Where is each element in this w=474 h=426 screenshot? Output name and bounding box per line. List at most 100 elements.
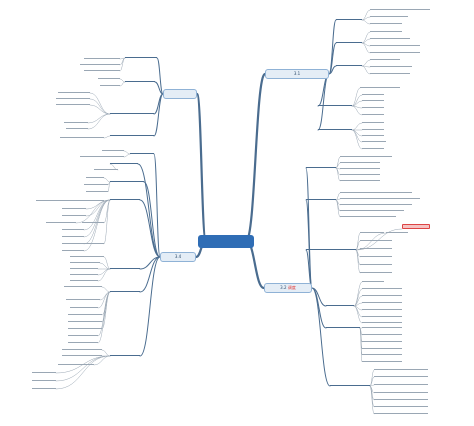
leaf-node[interactable] bbox=[362, 284, 402, 289]
leaf-node[interactable] bbox=[68, 317, 102, 322]
leaf-node[interactable] bbox=[374, 388, 428, 393]
sub-topic[interactable] bbox=[336, 60, 362, 66]
leaf-node[interactable] bbox=[362, 312, 402, 317]
leaf-node[interactable] bbox=[370, 69, 410, 74]
leaf-node[interactable] bbox=[362, 131, 384, 136]
sub-topic[interactable] bbox=[318, 100, 352, 106]
leaf-node[interactable] bbox=[60, 133, 104, 138]
leaf-node[interactable] bbox=[32, 368, 56, 373]
leaf-node[interactable] bbox=[82, 239, 104, 244]
leaf-node[interactable] bbox=[62, 239, 84, 244]
leaf-node[interactable] bbox=[32, 384, 56, 389]
leaf-node[interactable] bbox=[70, 258, 100, 263]
leaf-node[interactable] bbox=[62, 232, 84, 237]
leaf-node[interactable] bbox=[362, 298, 402, 303]
leaf-node[interactable] bbox=[360, 260, 392, 265]
leaf-node[interactable] bbox=[370, 41, 420, 46]
sub-topic[interactable] bbox=[306, 194, 336, 200]
leaf-node[interactable] bbox=[370, 5, 430, 10]
leaf-node[interactable] bbox=[370, 62, 412, 67]
leaf-node[interactable] bbox=[362, 144, 384, 149]
leaf-node[interactable] bbox=[32, 376, 56, 381]
leaf-node[interactable] bbox=[340, 176, 380, 181]
leaf-node[interactable] bbox=[56, 100, 90, 105]
leaf-node[interactable] bbox=[362, 318, 402, 323]
leaf-node[interactable] bbox=[360, 228, 384, 233]
leaf-node[interactable] bbox=[84, 54, 120, 59]
sub-topic[interactable] bbox=[318, 124, 352, 130]
leaf-node[interactable] bbox=[370, 48, 420, 53]
leaf-node[interactable] bbox=[80, 60, 120, 65]
leaf-node[interactable] bbox=[340, 212, 396, 217]
sub-topic[interactable] bbox=[330, 380, 370, 386]
leaf-node[interactable] bbox=[62, 204, 86, 209]
leaf-node[interactable] bbox=[340, 158, 380, 163]
leaf-node[interactable] bbox=[386, 228, 408, 233]
leaf-node[interactable] bbox=[62, 246, 84, 251]
leaf-node[interactable] bbox=[340, 194, 420, 199]
leaf-node[interactable] bbox=[374, 380, 428, 385]
leaf-node[interactable] bbox=[86, 187, 108, 192]
leaf-node[interactable] bbox=[362, 350, 402, 355]
sub-topic[interactable] bbox=[110, 350, 140, 356]
leaf-node[interactable] bbox=[362, 323, 402, 328]
leaf-node[interactable] bbox=[82, 218, 104, 223]
leaf-node[interactable] bbox=[362, 330, 402, 335]
branch-topic-top-right[interactable]: 3.1 bbox=[265, 69, 329, 79]
leaf-node[interactable] bbox=[58, 88, 90, 93]
leaf-node[interactable] bbox=[62, 225, 84, 230]
leaf-node[interactable] bbox=[360, 236, 392, 241]
leaf-node[interactable] bbox=[340, 170, 380, 175]
sub-topic[interactable] bbox=[110, 158, 138, 164]
leaf-node[interactable] bbox=[62, 211, 86, 216]
leaf-node[interactable] bbox=[84, 66, 120, 71]
leaf-node[interactable] bbox=[370, 12, 408, 17]
sub-topic[interactable] bbox=[326, 322, 360, 328]
leaf-node[interactable] bbox=[66, 295, 100, 300]
sub-topic[interactable] bbox=[110, 286, 140, 292]
leaf-node[interactable] bbox=[370, 19, 402, 24]
leaf-node[interactable] bbox=[58, 360, 94, 365]
leaf-node[interactable] bbox=[362, 357, 402, 362]
leaf-node[interactable] bbox=[68, 338, 98, 343]
leaf-node[interactable] bbox=[98, 74, 120, 79]
sub-topic[interactable] bbox=[336, 37, 362, 43]
leaf-node[interactable] bbox=[360, 244, 392, 249]
leaf-node[interactable] bbox=[340, 200, 412, 205]
leaf-node[interactable] bbox=[84, 180, 108, 185]
leaf-node[interactable] bbox=[70, 252, 104, 257]
leaf-node[interactable] bbox=[340, 164, 380, 169]
sub-topic[interactable] bbox=[130, 148, 154, 154]
leaf-node[interactable] bbox=[46, 218, 76, 223]
leaf-node[interactable] bbox=[360, 83, 400, 88]
central-topic[interactable] bbox=[198, 235, 254, 248]
leaf-node[interactable] bbox=[36, 196, 104, 201]
leaf-node[interactable] bbox=[102, 146, 124, 151]
branch-topic-top-left[interactable] bbox=[163, 89, 197, 99]
leaf-node[interactable] bbox=[374, 365, 428, 370]
sub-topic[interactable] bbox=[110, 194, 140, 200]
leaf-node[interactable] bbox=[64, 282, 102, 287]
sub-topic[interactable] bbox=[326, 300, 354, 306]
leaf-node[interactable] bbox=[86, 173, 104, 178]
sub-topic[interactable] bbox=[306, 162, 336, 168]
leaf-node[interactable] bbox=[70, 303, 98, 308]
leaf-node[interactable] bbox=[362, 337, 402, 342]
leaf-node[interactable] bbox=[70, 270, 98, 275]
branch-topic-bottom-left[interactable]: 3.4 bbox=[160, 252, 196, 262]
highlight-node[interactable] bbox=[402, 224, 430, 229]
sub-topic[interactable] bbox=[125, 52, 157, 58]
leaf-node[interactable] bbox=[362, 291, 402, 296]
leaf-node[interactable] bbox=[70, 264, 98, 269]
leaf-node[interactable] bbox=[100, 81, 120, 86]
sub-topic[interactable] bbox=[110, 130, 154, 136]
leaf-node[interactable] bbox=[370, 27, 402, 32]
sub-topic[interactable] bbox=[125, 76, 155, 82]
leaf-node[interactable] bbox=[66, 124, 88, 129]
leaf-node[interactable] bbox=[62, 351, 102, 356]
sub-topic[interactable] bbox=[110, 263, 140, 269]
leaf-node[interactable] bbox=[68, 331, 98, 336]
leaf-node[interactable] bbox=[362, 344, 402, 349]
leaf-node[interactable] bbox=[360, 268, 392, 273]
leaf-node[interactable] bbox=[70, 276, 98, 281]
